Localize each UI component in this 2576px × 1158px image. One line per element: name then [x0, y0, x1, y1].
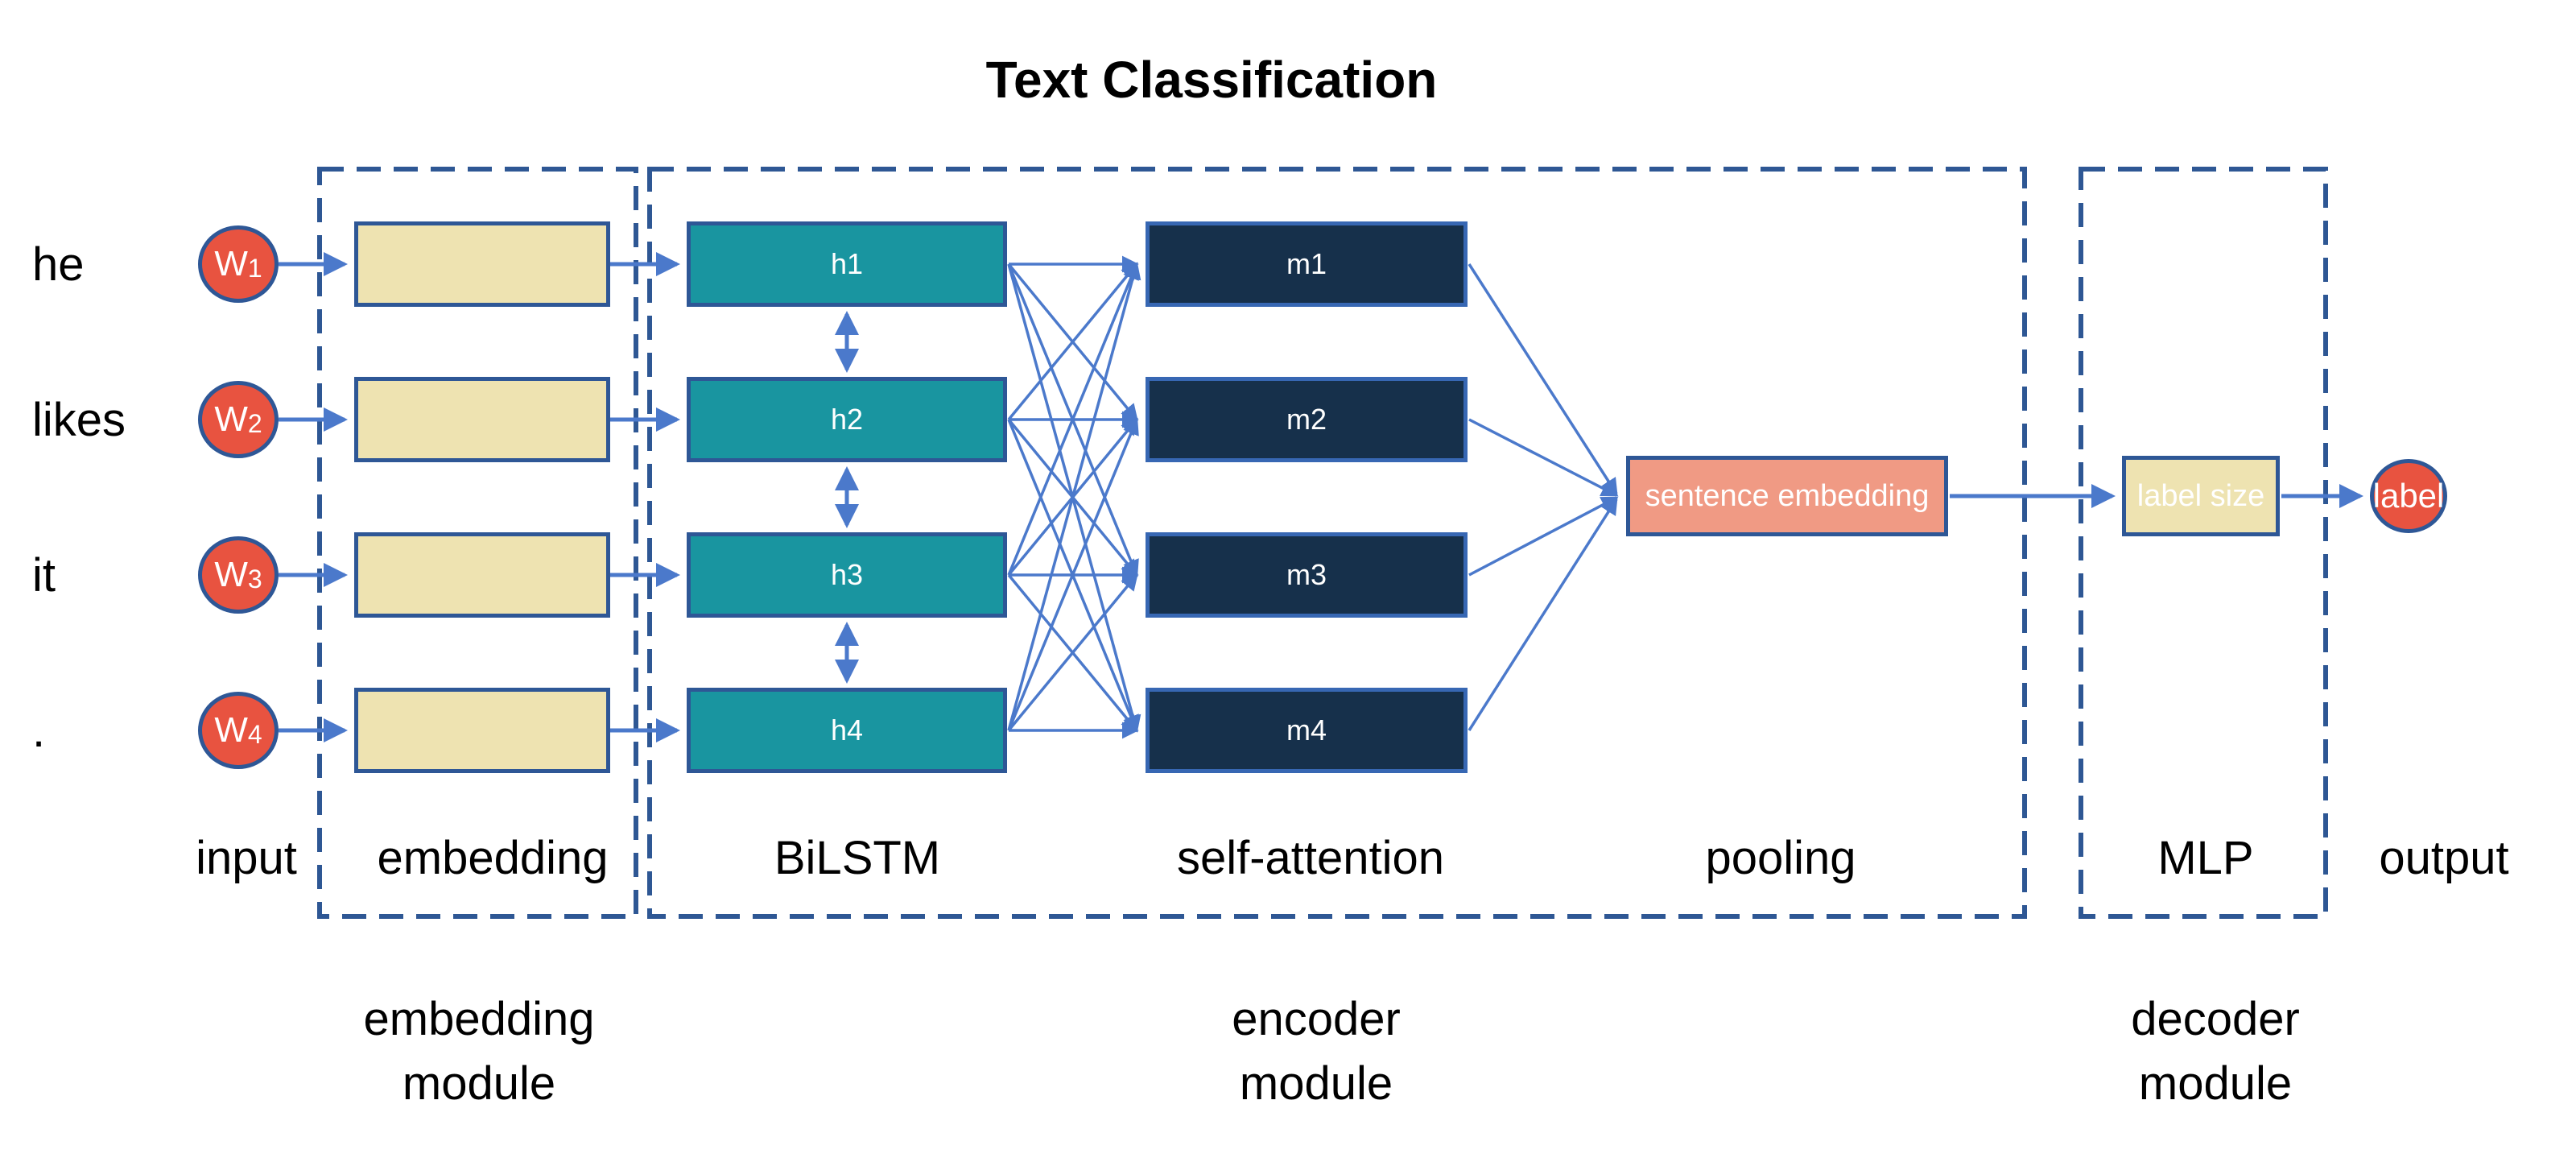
input-word: likes: [32, 393, 126, 446]
input-node-index: 1: [247, 254, 262, 283]
attention-box-m4: m4: [1146, 688, 1468, 773]
caption-line: decoder: [2131, 993, 2300, 1045]
caption-line: embedding: [363, 993, 595, 1045]
embedding-box: [354, 221, 610, 307]
caption-line: encoder: [1232, 993, 1401, 1045]
stage-label-embedding: embedding: [377, 832, 609, 884]
caption-line: module: [2138, 1057, 2293, 1110]
input-node-index: 2: [247, 409, 262, 438]
stage-label-input: input: [196, 832, 297, 884]
caption-line: module: [1239, 1057, 1393, 1110]
embedding-box: [354, 688, 610, 773]
caption-line: module: [402, 1057, 556, 1110]
input-node-index: 4: [247, 720, 262, 749]
bilstm-box-h2: h2: [687, 377, 1007, 462]
bilstm-box-h1: h1: [687, 221, 1007, 307]
encoder-module-caption: encoder module: [1075, 987, 1558, 1116]
stage-label-self-attention: self-attention: [1176, 832, 1445, 884]
input-node-label: W: [214, 399, 248, 439]
attention-box-m1: m1: [1146, 221, 1468, 307]
input-word: it: [32, 548, 56, 602]
label-size-box: label size: [2122, 456, 2280, 536]
stage-label-bilstm: BiLSTM: [774, 832, 941, 884]
bilstm-box-h4: h4: [687, 688, 1007, 773]
attention-box-m3: m3: [1146, 532, 1468, 618]
input-node-label: W: [214, 244, 248, 283]
input-to-embedding-arrows: [279, 252, 349, 742]
bilstm-box-h3: h3: [687, 532, 1007, 618]
decoder-module-outline: [2079, 167, 2328, 919]
attention-to-pooling-arrows: [1468, 263, 1619, 731]
embedding-module-outline: [317, 167, 638, 919]
stage-label-mlp: MLP: [2157, 832, 2254, 884]
input-node-label: W: [214, 555, 248, 594]
page-title: Text Classification: [985, 51, 1438, 109]
embedding-box: [354, 532, 610, 618]
decoder-module-caption: decoder module: [1974, 987, 2457, 1116]
output-label-node: label: [2370, 459, 2447, 533]
embedding-module-caption: embedding module: [237, 987, 720, 1116]
input-word: he: [32, 238, 85, 291]
bilstm-to-attention-arrows: [1007, 255, 1141, 739]
sentence-embedding-box: sentence embedding: [1626, 456, 1948, 536]
embedding-box: [354, 377, 610, 462]
stage-label-output: output: [2379, 832, 2509, 884]
input-node-label: W: [214, 710, 248, 750]
encoder-module-outline: [647, 167, 2027, 919]
input-node-index: 3: [247, 565, 262, 593]
input-word: .: [32, 704, 46, 757]
stage-label-pooling: pooling: [1705, 832, 1856, 884]
attention-box-m2: m2: [1146, 377, 1468, 462]
embedding-to-bilstm-arrows: [610, 252, 681, 742]
